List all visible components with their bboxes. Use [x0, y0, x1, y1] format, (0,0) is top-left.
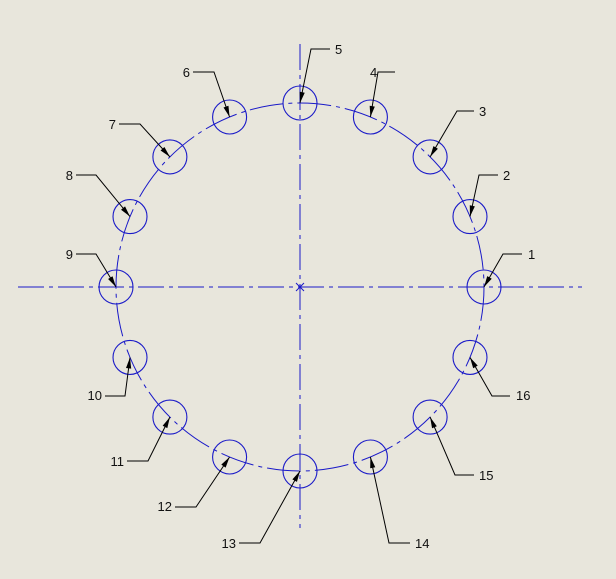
leader-line-8	[76, 174, 131, 217]
leader-line-7	[119, 123, 171, 158]
hole-7	[152, 139, 188, 175]
arrowhead-12	[221, 456, 230, 468]
hole-2	[452, 199, 488, 235]
leader-line-16	[469, 357, 510, 397]
arrowhead-4	[369, 105, 375, 118]
hole-1	[466, 269, 502, 305]
hole-14	[352, 439, 388, 475]
leader-line-12	[175, 456, 231, 508]
hole-11	[152, 399, 188, 435]
hole-label-8: 8	[66, 168, 73, 183]
arrowhead-5	[299, 91, 305, 103]
hole-10	[112, 339, 148, 375]
hole-label-12: 12	[158, 499, 172, 514]
leader-line-1	[483, 253, 522, 288]
leader-line-15	[429, 416, 474, 476]
hole-label-3: 3	[479, 104, 486, 119]
leader-line-2	[469, 174, 498, 217]
hole-label-4: 4	[370, 65, 377, 80]
arrowhead-13	[292, 471, 300, 482]
hole-label-11: 11	[111, 454, 125, 469]
arrowhead-9	[108, 276, 116, 287]
arrowhead-1	[484, 276, 492, 287]
hole-5	[282, 85, 318, 121]
hole-6	[212, 99, 248, 135]
hole-label-7: 7	[109, 117, 116, 132]
centerlines	[18, 44, 582, 528]
leader-line-14	[369, 456, 410, 544]
hole-8	[112, 199, 148, 235]
leader-line-10	[105, 357, 131, 397]
hole-3	[412, 139, 448, 175]
arrowhead-6	[223, 105, 230, 118]
arrowhead-11	[162, 417, 170, 429]
hole-label-15: 15	[479, 468, 493, 483]
hole-label-1: 1	[528, 247, 535, 262]
hole-15	[412, 399, 448, 435]
leader-line-11	[127, 416, 171, 462]
leader-line-4	[369, 71, 395, 118]
hole-13	[282, 453, 318, 489]
leader-line-6	[193, 71, 231, 118]
arrowhead-15	[430, 417, 437, 429]
hole-12	[212, 439, 248, 475]
hole-label-13: 13	[222, 536, 236, 551]
leader-line-13	[239, 470, 301, 544]
hole-label-2: 2	[503, 168, 510, 183]
hole-label-9: 9	[66, 247, 73, 262]
arrowhead-14	[370, 456, 376, 469]
hole-label-5: 5	[335, 42, 342, 57]
arrowhead-2	[469, 205, 475, 217]
hole-9	[98, 269, 134, 305]
arrowhead-7	[160, 147, 170, 157]
leader-line-9	[76, 253, 117, 288]
hole-16	[452, 339, 488, 375]
center-mark	[295, 282, 305, 292]
arrowhead-16	[469, 357, 478, 369]
arrowhead-8	[121, 206, 131, 217]
leader-line-5	[299, 48, 330, 104]
arrowhead-10	[126, 357, 132, 369]
leader-line-3	[429, 110, 474, 158]
hole-label-10: 10	[88, 388, 102, 403]
hole-4	[352, 99, 388, 135]
arrowhead-3	[430, 146, 438, 157]
hole-label-6: 6	[183, 65, 190, 80]
hole-label-16: 16	[516, 388, 530, 403]
hole-label-14: 14	[415, 536, 429, 551]
holes-group	[98, 85, 502, 489]
